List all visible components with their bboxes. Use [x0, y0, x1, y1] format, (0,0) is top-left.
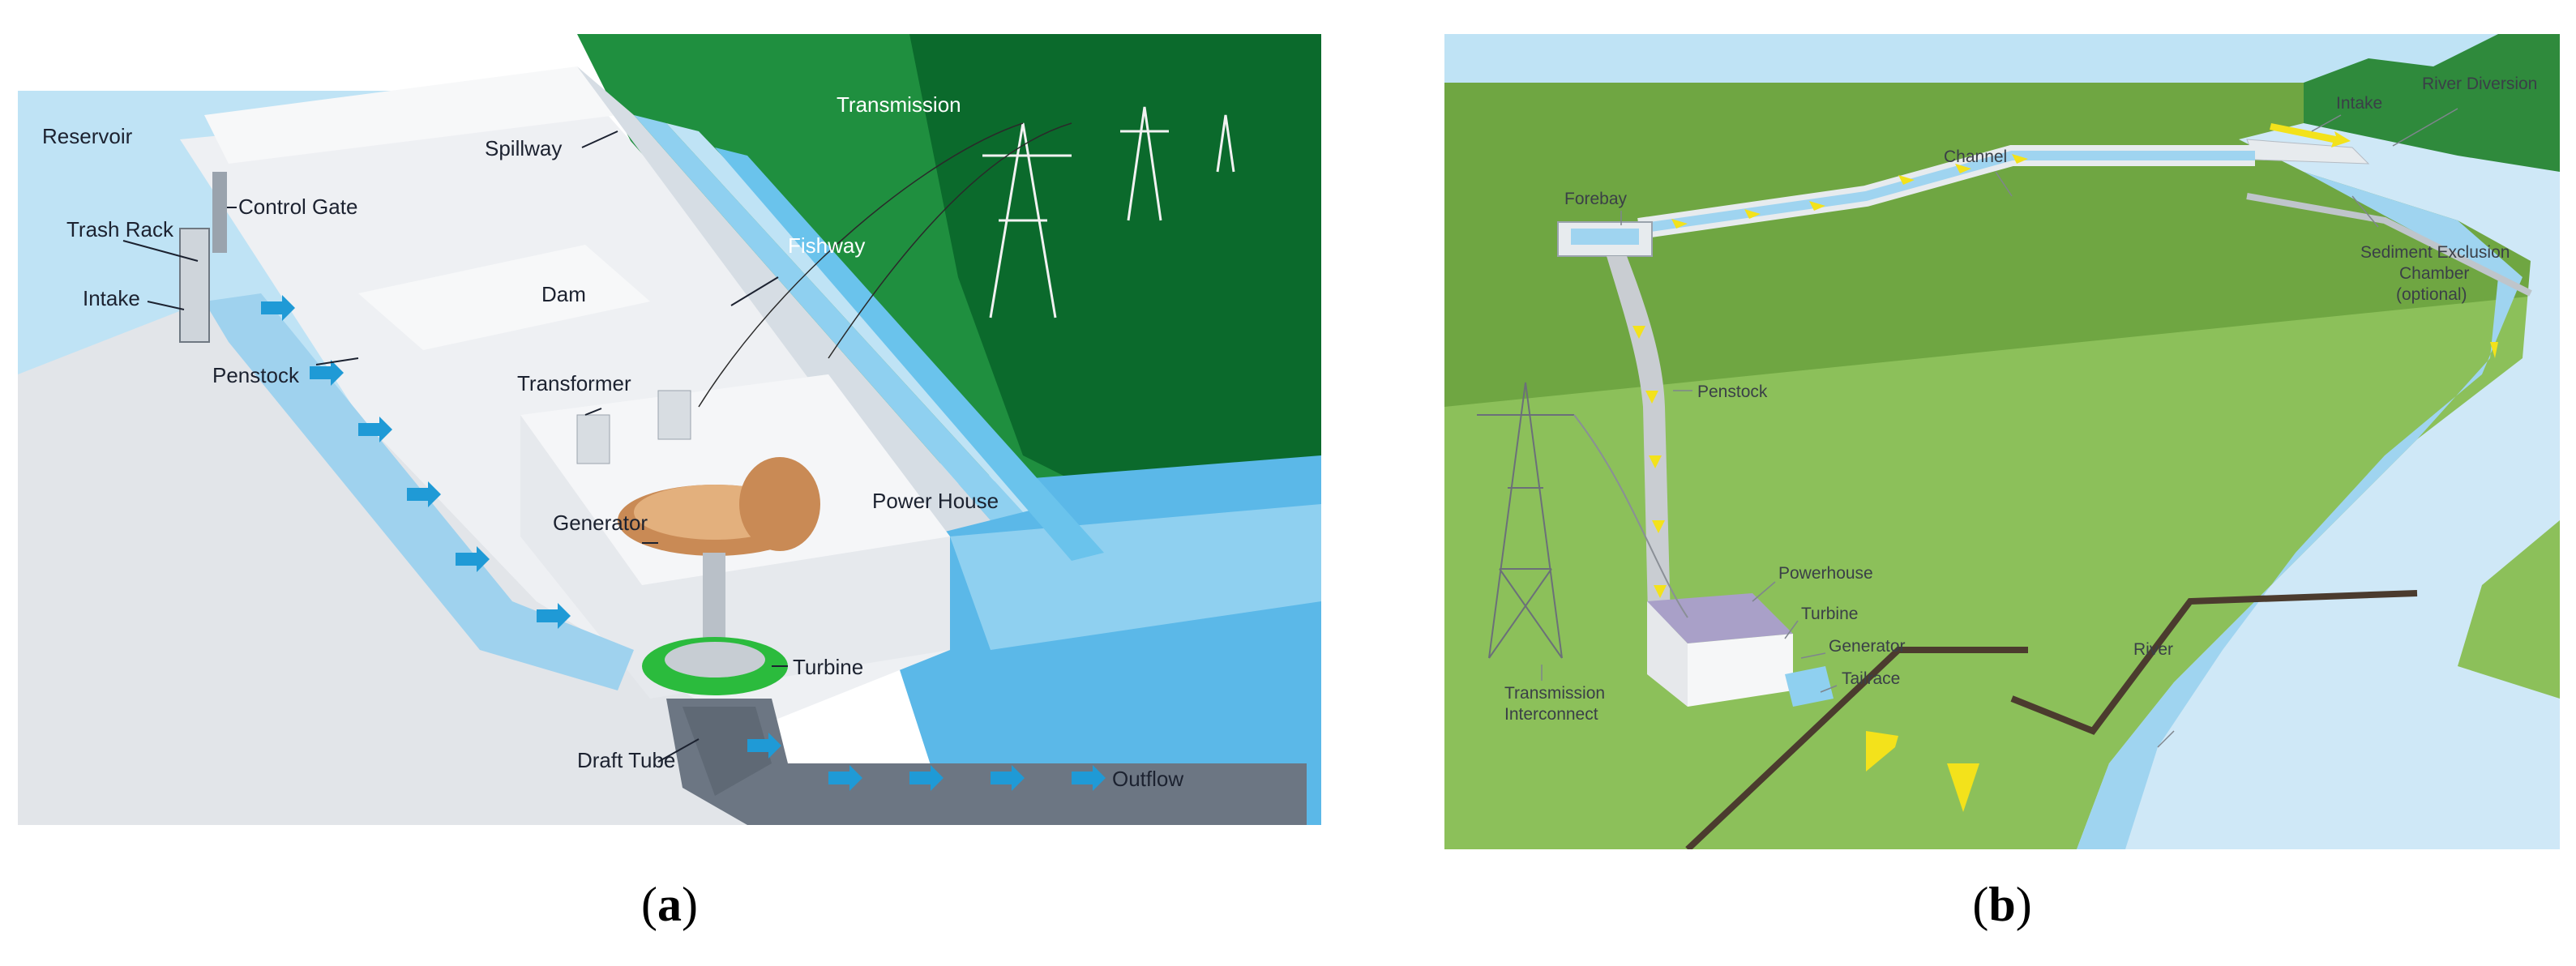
label-transformer: Transformer — [517, 371, 631, 395]
label-river-diversion: River Diversion — [2422, 75, 2537, 93]
tailrace-outlet — [1785, 666, 1834, 707]
label-generator: Generator — [553, 511, 648, 535]
label-turbine-b: Turbine — [1801, 605, 1858, 623]
powerhouse-wall — [1688, 634, 1793, 707]
label-intake-b: Intake — [2336, 94, 2382, 113]
label-sediment-line2: Chamber — [2399, 264, 2469, 283]
control-gate-shape — [212, 172, 227, 253]
label-power-house: Power House — [872, 489, 999, 513]
transformer-unit-left — [576, 414, 610, 464]
penstock-pipe — [1607, 256, 1671, 650]
label-spillway: Spillway — [485, 136, 562, 160]
label-intake: Intake — [83, 286, 140, 310]
fishway-channel — [715, 147, 1104, 561]
leader-lines-b — [1541, 108, 2458, 748]
outflow-arrow — [1072, 765, 1106, 791]
label-penstock-b: Penstock — [1697, 383, 1768, 401]
powerhouse-roof — [1647, 593, 1793, 643]
caption-a: (a) — [641, 878, 698, 931]
draft-tube — [666, 699, 1307, 825]
spillway-channel — [577, 66, 991, 536]
caption-b: (b) — [1972, 878, 2032, 931]
caption-a-letter: a — [657, 878, 682, 931]
label-sediment-line1: Sediment Exclusion — [2360, 243, 2510, 262]
label-turbine: Turbine — [793, 655, 863, 679]
sediment-pipe — [2246, 193, 2532, 297]
label-fishway: Fishway — [788, 233, 865, 258]
panel-a-illustration: Reservoir Trash Rack Control Gate Intake… — [18, 34, 1321, 825]
label-outflow: Outflow — [1112, 767, 1183, 791]
label-tailrace: Tailrace — [1842, 669, 1900, 688]
label-transmission-line1: Transmission — [1504, 684, 1605, 703]
label-trash-rack: Trash Rack — [66, 217, 174, 242]
trash-rack-shape — [179, 228, 210, 343]
flow-arrows-yellow — [1632, 123, 2498, 812]
panel-b-run-of-river-diagram: Intake River Diversion Channel Forebay S… — [1444, 34, 2560, 849]
label-sediment-line3: (optional) — [2396, 285, 2467, 304]
green-hill-shadow — [909, 34, 1321, 512]
label-transmission: Transmission — [837, 92, 961, 117]
label-reservoir: Reservoir — [42, 124, 133, 148]
label-river: River — [2133, 640, 2173, 659]
label-forebay: Forebay — [1564, 190, 1628, 208]
transmission-tower — [1477, 382, 1688, 659]
left-embankment — [18, 301, 747, 825]
panel-a-impoundment-diagram: Reservoir Trash Rack Control Gate Intake… — [18, 34, 1321, 825]
transmission-towers — [698, 106, 1235, 408]
caption-b-letter: b — [1988, 878, 2016, 931]
label-dam: Dam — [541, 282, 586, 306]
label-control-gate: Control Gate — [238, 194, 357, 219]
label-penstock: Penstock — [212, 363, 300, 387]
label-powerhouse: Powerhouse — [1778, 564, 1873, 583]
panel-b-illustration: Intake River Diversion Channel Forebay S… — [1444, 34, 2560, 849]
label-generator-b: Generator — [1829, 637, 1906, 656]
flow-arrows-blue — [261, 295, 1106, 791]
label-channel: Channel — [1944, 147, 2007, 166]
leader-lines — [122, 130, 788, 763]
label-transmission-line2: Interconnect — [1504, 705, 1598, 724]
label-draft-tube: Draft Tube — [577, 748, 675, 772]
transformer-unit-right — [657, 390, 691, 440]
